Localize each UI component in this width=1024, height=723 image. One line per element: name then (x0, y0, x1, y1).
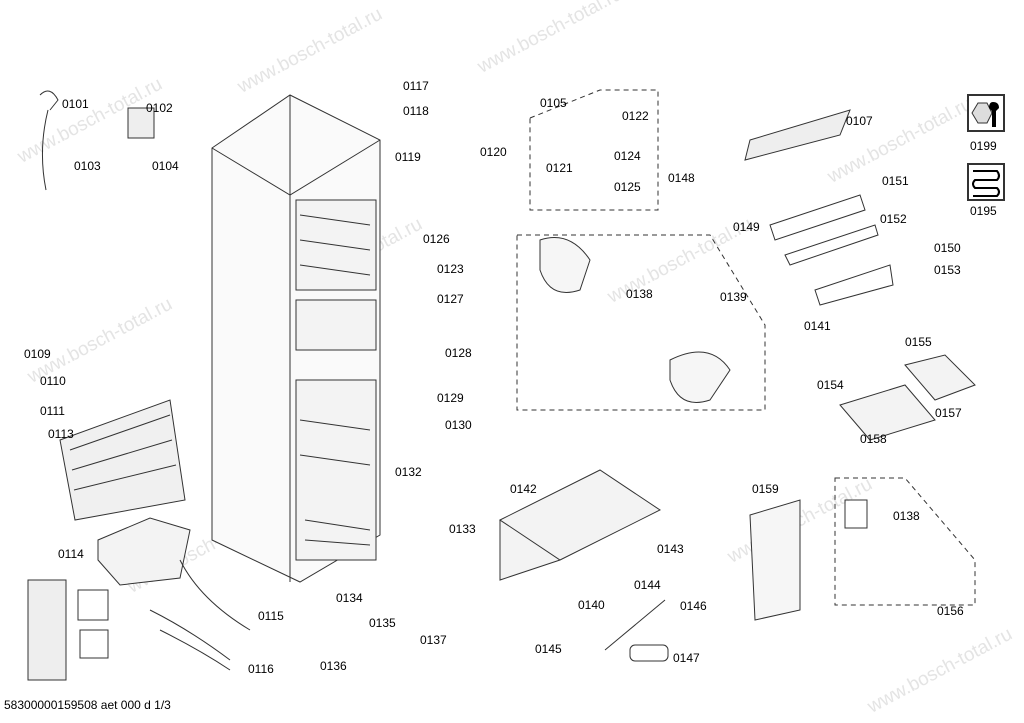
heating-coil-icon (967, 163, 1005, 201)
part-label[interactable]: 0103 (74, 159, 101, 173)
part-label[interactable]: 0118 (403, 104, 429, 118)
part-label[interactable]: 0130 (445, 418, 472, 432)
part-label[interactable]: 0138 (893, 509, 920, 523)
part-label[interactable]: 0159 (752, 482, 779, 496)
part-label[interactable]: 0150 (934, 241, 961, 255)
part-label[interactable]: 0129 (437, 391, 464, 405)
part-label[interactable]: 0127 (437, 292, 464, 306)
part-label[interactable]: 0199 (970, 139, 997, 153)
part-label[interactable]: 0146 (680, 599, 707, 613)
part-label[interactable]: 0139 (720, 290, 747, 304)
part-label[interactable]: 0123 (437, 262, 464, 276)
part-label[interactable]: 0140 (578, 598, 605, 612)
document-id: 58300000159508 aet 000 d 1/3 (4, 698, 171, 712)
part-label[interactable]: 0124 (614, 149, 641, 163)
part-label[interactable]: 0101 (62, 97, 89, 111)
part-label[interactable]: 0155 (905, 335, 932, 349)
part-label[interactable]: 0109 (24, 347, 51, 361)
part-label[interactable]: 0145 (535, 642, 562, 656)
part-label[interactable]: 0104 (152, 159, 179, 173)
part-label[interactable]: 0105 (540, 96, 567, 110)
part-label[interactable]: 0128 (445, 346, 472, 360)
part-label[interactable]: 0149 (733, 220, 760, 234)
part-label[interactable]: 0111 (40, 404, 65, 418)
part-label[interactable]: 0153 (934, 263, 961, 277)
part-label[interactable]: 0156 (937, 604, 964, 618)
part-label[interactable]: 0126 (423, 232, 450, 246)
part-label[interactable]: 0152 (880, 212, 907, 226)
part-label[interactable]: 0116 (248, 662, 274, 676)
part-label[interactable]: 0136 (320, 659, 347, 673)
part-label[interactable]: 0151 (882, 174, 909, 188)
part-label[interactable]: 0195 (970, 204, 997, 218)
part-label[interactable]: 0132 (395, 465, 422, 479)
part-label[interactable]: 0115 (258, 609, 284, 623)
part-label[interactable]: 0141 (804, 319, 831, 333)
fridge-cabinet (211, 94, 381, 583)
part-label[interactable]: 0158 (860, 432, 887, 446)
wrench-nut-icon (967, 94, 1005, 132)
part-label[interactable]: 0134 (336, 591, 363, 605)
part-label[interactable]: 0133 (449, 522, 476, 536)
part-label[interactable]: 0119 (395, 150, 421, 164)
part-label[interactable]: 0117 (403, 79, 429, 93)
part-label[interactable]: 0154 (817, 378, 844, 392)
part-label[interactable]: 0144 (634, 578, 661, 592)
part-label[interactable]: 0148 (668, 171, 695, 185)
part-label[interactable]: 0113 (48, 427, 74, 441)
part-label[interactable]: 0138 (626, 287, 653, 301)
part-label[interactable]: 0122 (622, 109, 649, 123)
part-label[interactable]: 0157 (935, 406, 962, 420)
part-label[interactable]: 0102 (146, 101, 173, 115)
part-label[interactable]: 0120 (480, 145, 507, 159)
part-label[interactable]: 0107 (846, 114, 873, 128)
part-label[interactable]: 0114 (58, 547, 84, 561)
part-label[interactable]: 0142 (510, 482, 537, 496)
part-label[interactable]: 0147 (673, 651, 700, 665)
part-label[interactable]: 0143 (657, 542, 684, 556)
part-label[interactable]: 0121 (546, 161, 573, 175)
part-label[interactable]: 0135 (369, 616, 396, 630)
part-label[interactable]: 0125 (614, 180, 641, 194)
part-label[interactable]: 0110 (40, 374, 66, 388)
part-label[interactable]: 0137 (420, 633, 447, 647)
